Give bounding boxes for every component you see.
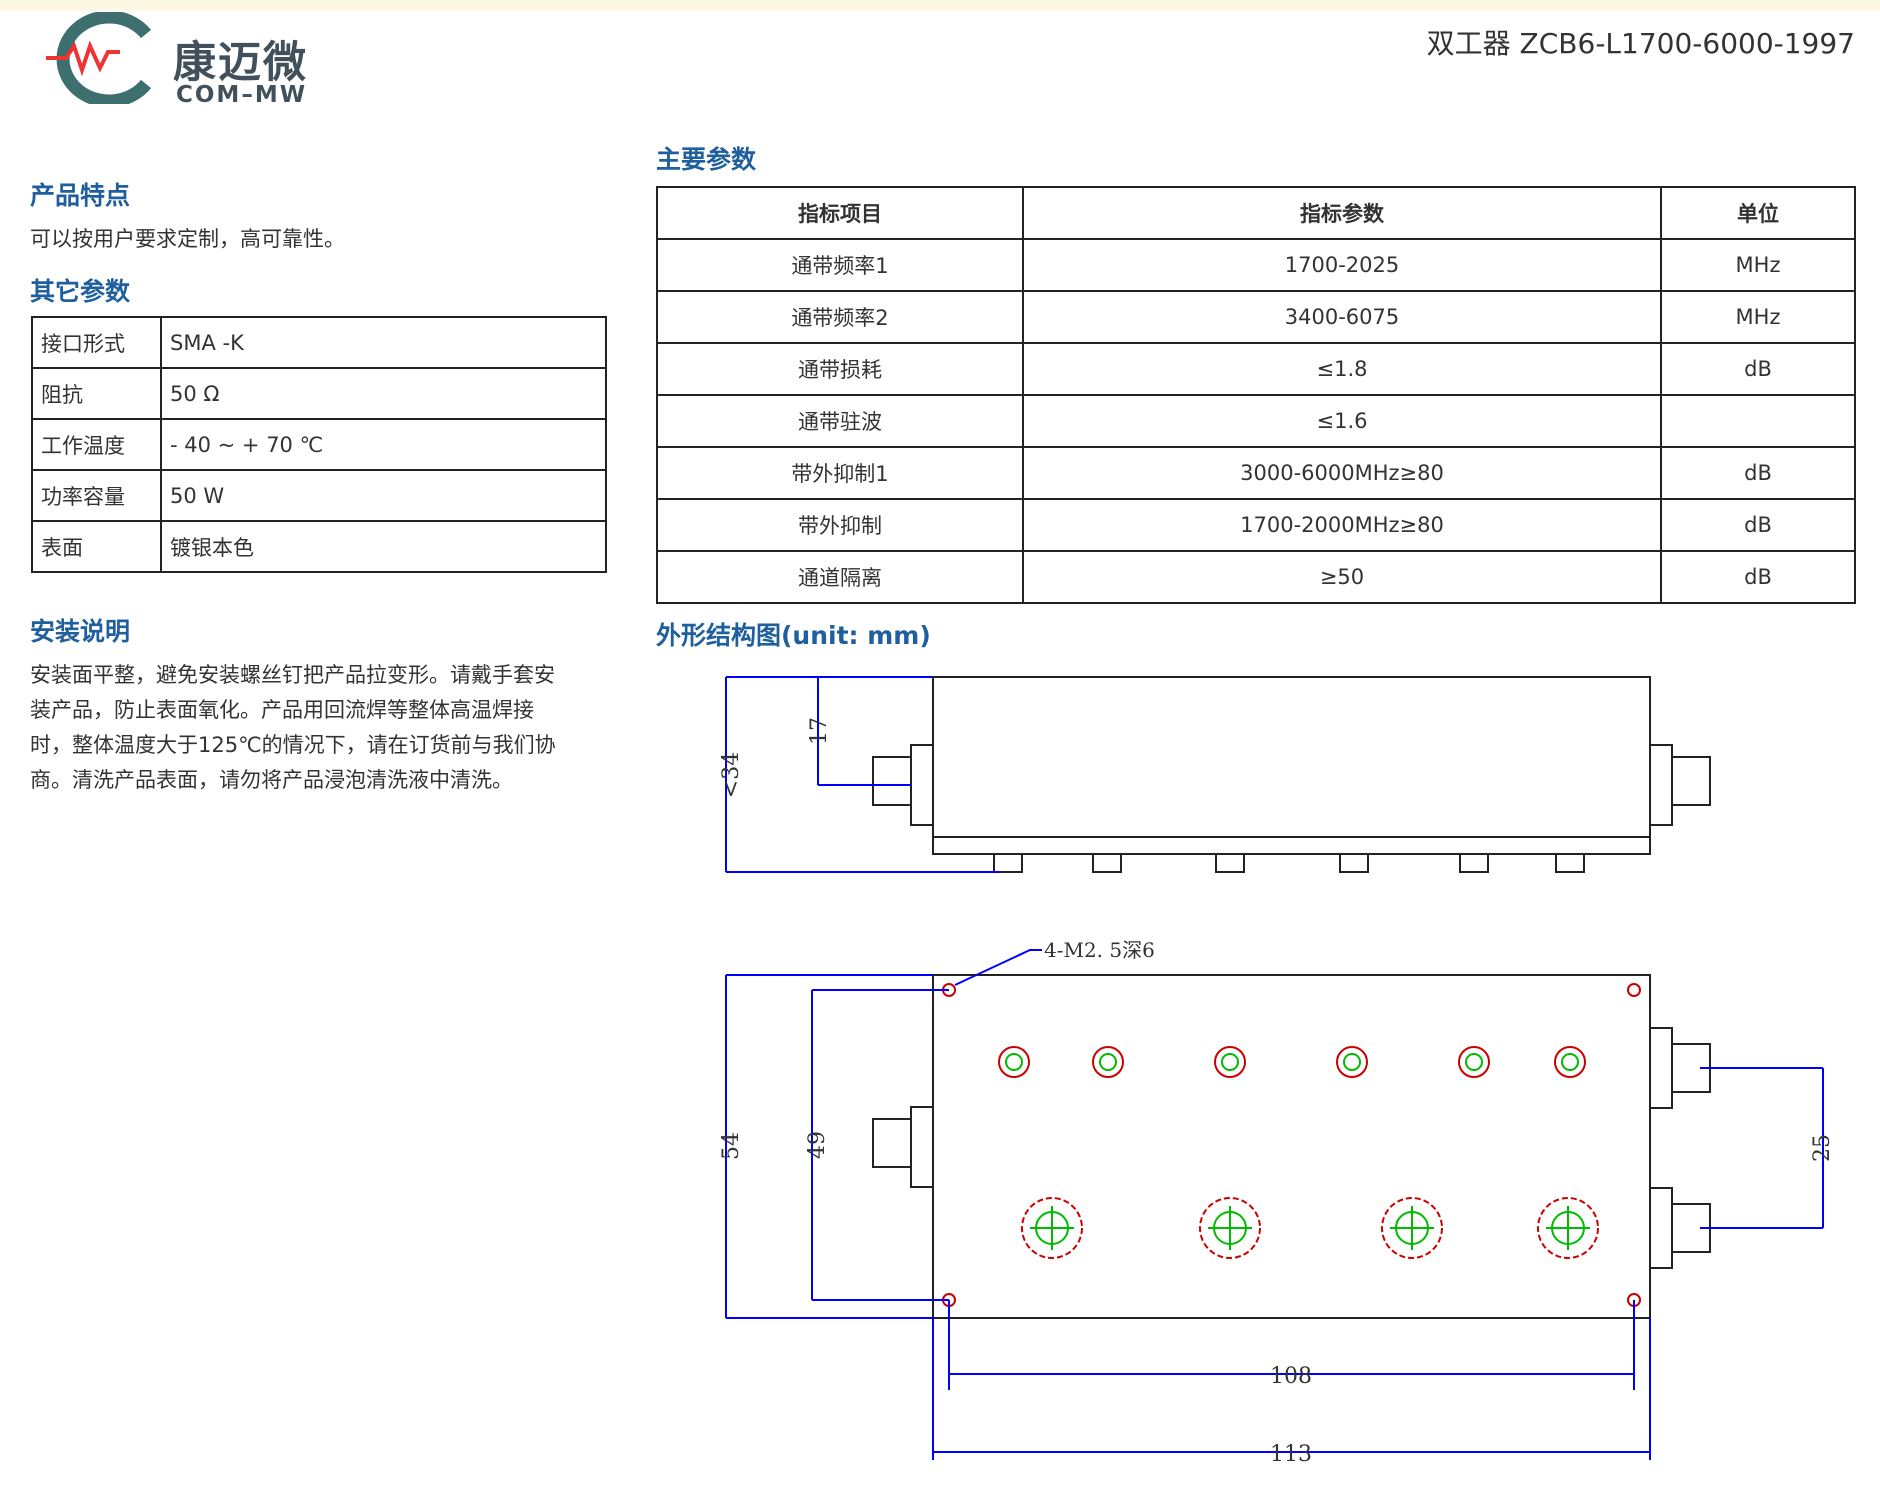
brand-name-en: COM–MW — [176, 82, 308, 108]
side-connector-right — [1649, 744, 1673, 826]
param-value: 50 Ω — [160, 367, 607, 420]
dim-width: 54 — [719, 1132, 744, 1160]
side-connector-right-thread — [1671, 756, 1711, 806]
table-row: 通带频率2 3400-6075 MHz — [656, 290, 1856, 344]
dim-hole-span-h: 108 — [1270, 1364, 1312, 1389]
spec-unit: MHz — [1660, 238, 1856, 292]
spec-param: ≥50 — [1022, 550, 1662, 604]
dim-hole-span-v: 49 — [805, 1131, 830, 1159]
main-params-table: 指标项目 指标参数 单位 通带频率1 1700-2025 MHz 通带频率2 3… — [656, 186, 1856, 604]
dim-height: <34 — [719, 752, 744, 798]
spec-param: 3000-6000MHz≥80 — [1022, 446, 1662, 500]
param-label: 阻抗 — [31, 367, 162, 420]
param-value: - 40 ~ + 70 ℃ — [160, 418, 607, 471]
spec-item: 带外抑制1 — [656, 446, 1024, 500]
features-heading: 产品特点 — [30, 181, 131, 210]
spec-unit: dB — [1660, 550, 1856, 604]
table-row: 通带驻波 ≤1.6 — [656, 394, 1856, 448]
table-row: 通带频率1 1700-2025 MHz — [656, 238, 1856, 292]
spec-unit: dB — [1660, 342, 1856, 396]
outline-drawing: <34 17 54 49 25 108 113 4-M2. 5深6 — [719, 676, 1835, 1467]
logo-mark-icon — [46, 12, 152, 104]
side-view-body — [932, 676, 1651, 855]
param-label: 功率容量 — [31, 469, 162, 522]
brand-logo[interactable]: 康迈微 COM–MW — [28, 12, 328, 108]
holes-note: 4-M2. 5深6 — [1044, 938, 1155, 962]
side-connector-left — [910, 744, 934, 826]
table-row: 带外抑制1 3000-6000MHz≥80 dB — [656, 446, 1856, 500]
spec-unit: dB — [1660, 498, 1856, 552]
top-view-body — [932, 974, 1651, 1319]
spec-item: 通道隔离 — [656, 550, 1024, 604]
dim-length: 113 — [1270, 1442, 1312, 1467]
spec-unit: MHz — [1660, 290, 1856, 344]
param-label: 接口形式 — [31, 316, 162, 369]
param-value: 50 W — [160, 469, 607, 522]
spec-item: 通带驻波 — [656, 394, 1024, 448]
features-text: 可以按用户要求定制，高可靠性。 — [30, 227, 345, 251]
spec-item: 通带损耗 — [656, 342, 1024, 396]
table-row: 通道隔离 ≥50 dB — [656, 550, 1856, 604]
param-label: 表面 — [31, 520, 162, 573]
spec-param: 1700-2025 — [1022, 238, 1662, 292]
spec-param: ≤1.6 — [1022, 394, 1662, 448]
side-connector-left-thread — [872, 756, 912, 806]
doc-title: 双工器 ZCB6-L1700-6000-1997 — [1426, 27, 1855, 60]
install-text: 安装面平整，避免安装螺丝钉把产品拉变形。请戴手套安 装产品，防止表面氧化。产品用… — [30, 658, 630, 798]
install-line: 装产品，防止表面氧化。产品用回流焊等整体高温焊接 — [30, 698, 534, 722]
spec-param: 3400-6075 — [1022, 290, 1662, 344]
column-header: 指标参数 — [1022, 186, 1662, 240]
column-header: 单位 — [1660, 186, 1856, 240]
spec-unit — [1660, 394, 1856, 448]
table-row: 阻抗 50 Ω — [31, 367, 607, 420]
top-banner — [0, 0, 1880, 11]
other-params-heading: 其它参数 — [30, 277, 131, 306]
spec-param: 1700-2000MHz≥80 — [1022, 498, 1662, 552]
drawing-heading: 外形结构图(unit: mm) — [656, 621, 931, 650]
main-params-heading: 主要参数 — [656, 145, 757, 174]
table-row: 功率容量 50 W — [31, 469, 607, 522]
param-label: 工作温度 — [31, 418, 162, 471]
table-row: 接口形式 SMA -K — [31, 316, 607, 369]
table-row: 表面 镀银本色 — [31, 520, 607, 573]
install-line: 时，整体温度大于125℃的情况下，请在订货前与我们协 — [30, 733, 556, 757]
table-row: 通带损耗 ≤1.8 dB — [656, 342, 1856, 396]
param-value: 镀银本色 — [160, 520, 607, 573]
other-params-table: 接口形式 SMA -K 阻抗 50 Ω 工作温度 - 40 ~ + 70 ℃ 功… — [31, 316, 607, 573]
table-header-row: 指标项目 指标参数 单位 — [656, 186, 1856, 240]
dim-port-offset: 17 — [807, 717, 832, 745]
spec-unit: dB — [1660, 446, 1856, 500]
column-header: 指标项目 — [656, 186, 1024, 240]
install-line: 商。清洗产品表面，请勿将产品浸泡清洗液中清洗。 — [30, 768, 513, 792]
spec-param: ≤1.8 — [1022, 342, 1662, 396]
spec-item: 带外抑制 — [656, 498, 1024, 552]
param-value: SMA -K — [160, 316, 607, 369]
spec-item: 通带频率2 — [656, 290, 1024, 344]
install-line: 安装面平整，避免安装螺丝钉把产品拉变形。请戴手套安 — [30, 663, 555, 687]
spec-item: 通带频率1 — [656, 238, 1024, 292]
table-row: 带外抑制 1700-2000MHz≥80 dB — [656, 498, 1856, 552]
table-row: 工作温度 - 40 ~ + 70 ℃ — [31, 418, 607, 471]
dim-port-pitch: 25 — [1810, 1134, 1835, 1162]
brand-name-cn: 康迈微 — [173, 38, 308, 88]
install-heading: 安装说明 — [30, 617, 131, 646]
